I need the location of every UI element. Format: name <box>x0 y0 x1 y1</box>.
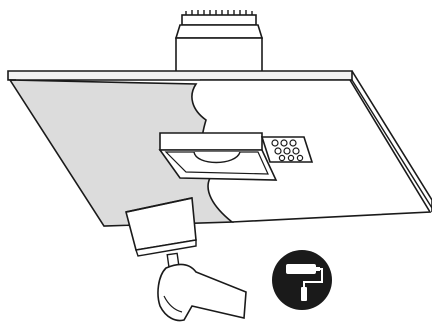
connector-block <box>262 137 312 162</box>
heat-sink-icon <box>176 10 262 72</box>
paint-roller-badge <box>272 250 332 310</box>
trowel-tool <box>126 198 246 320</box>
downlight-trim <box>160 133 276 180</box>
